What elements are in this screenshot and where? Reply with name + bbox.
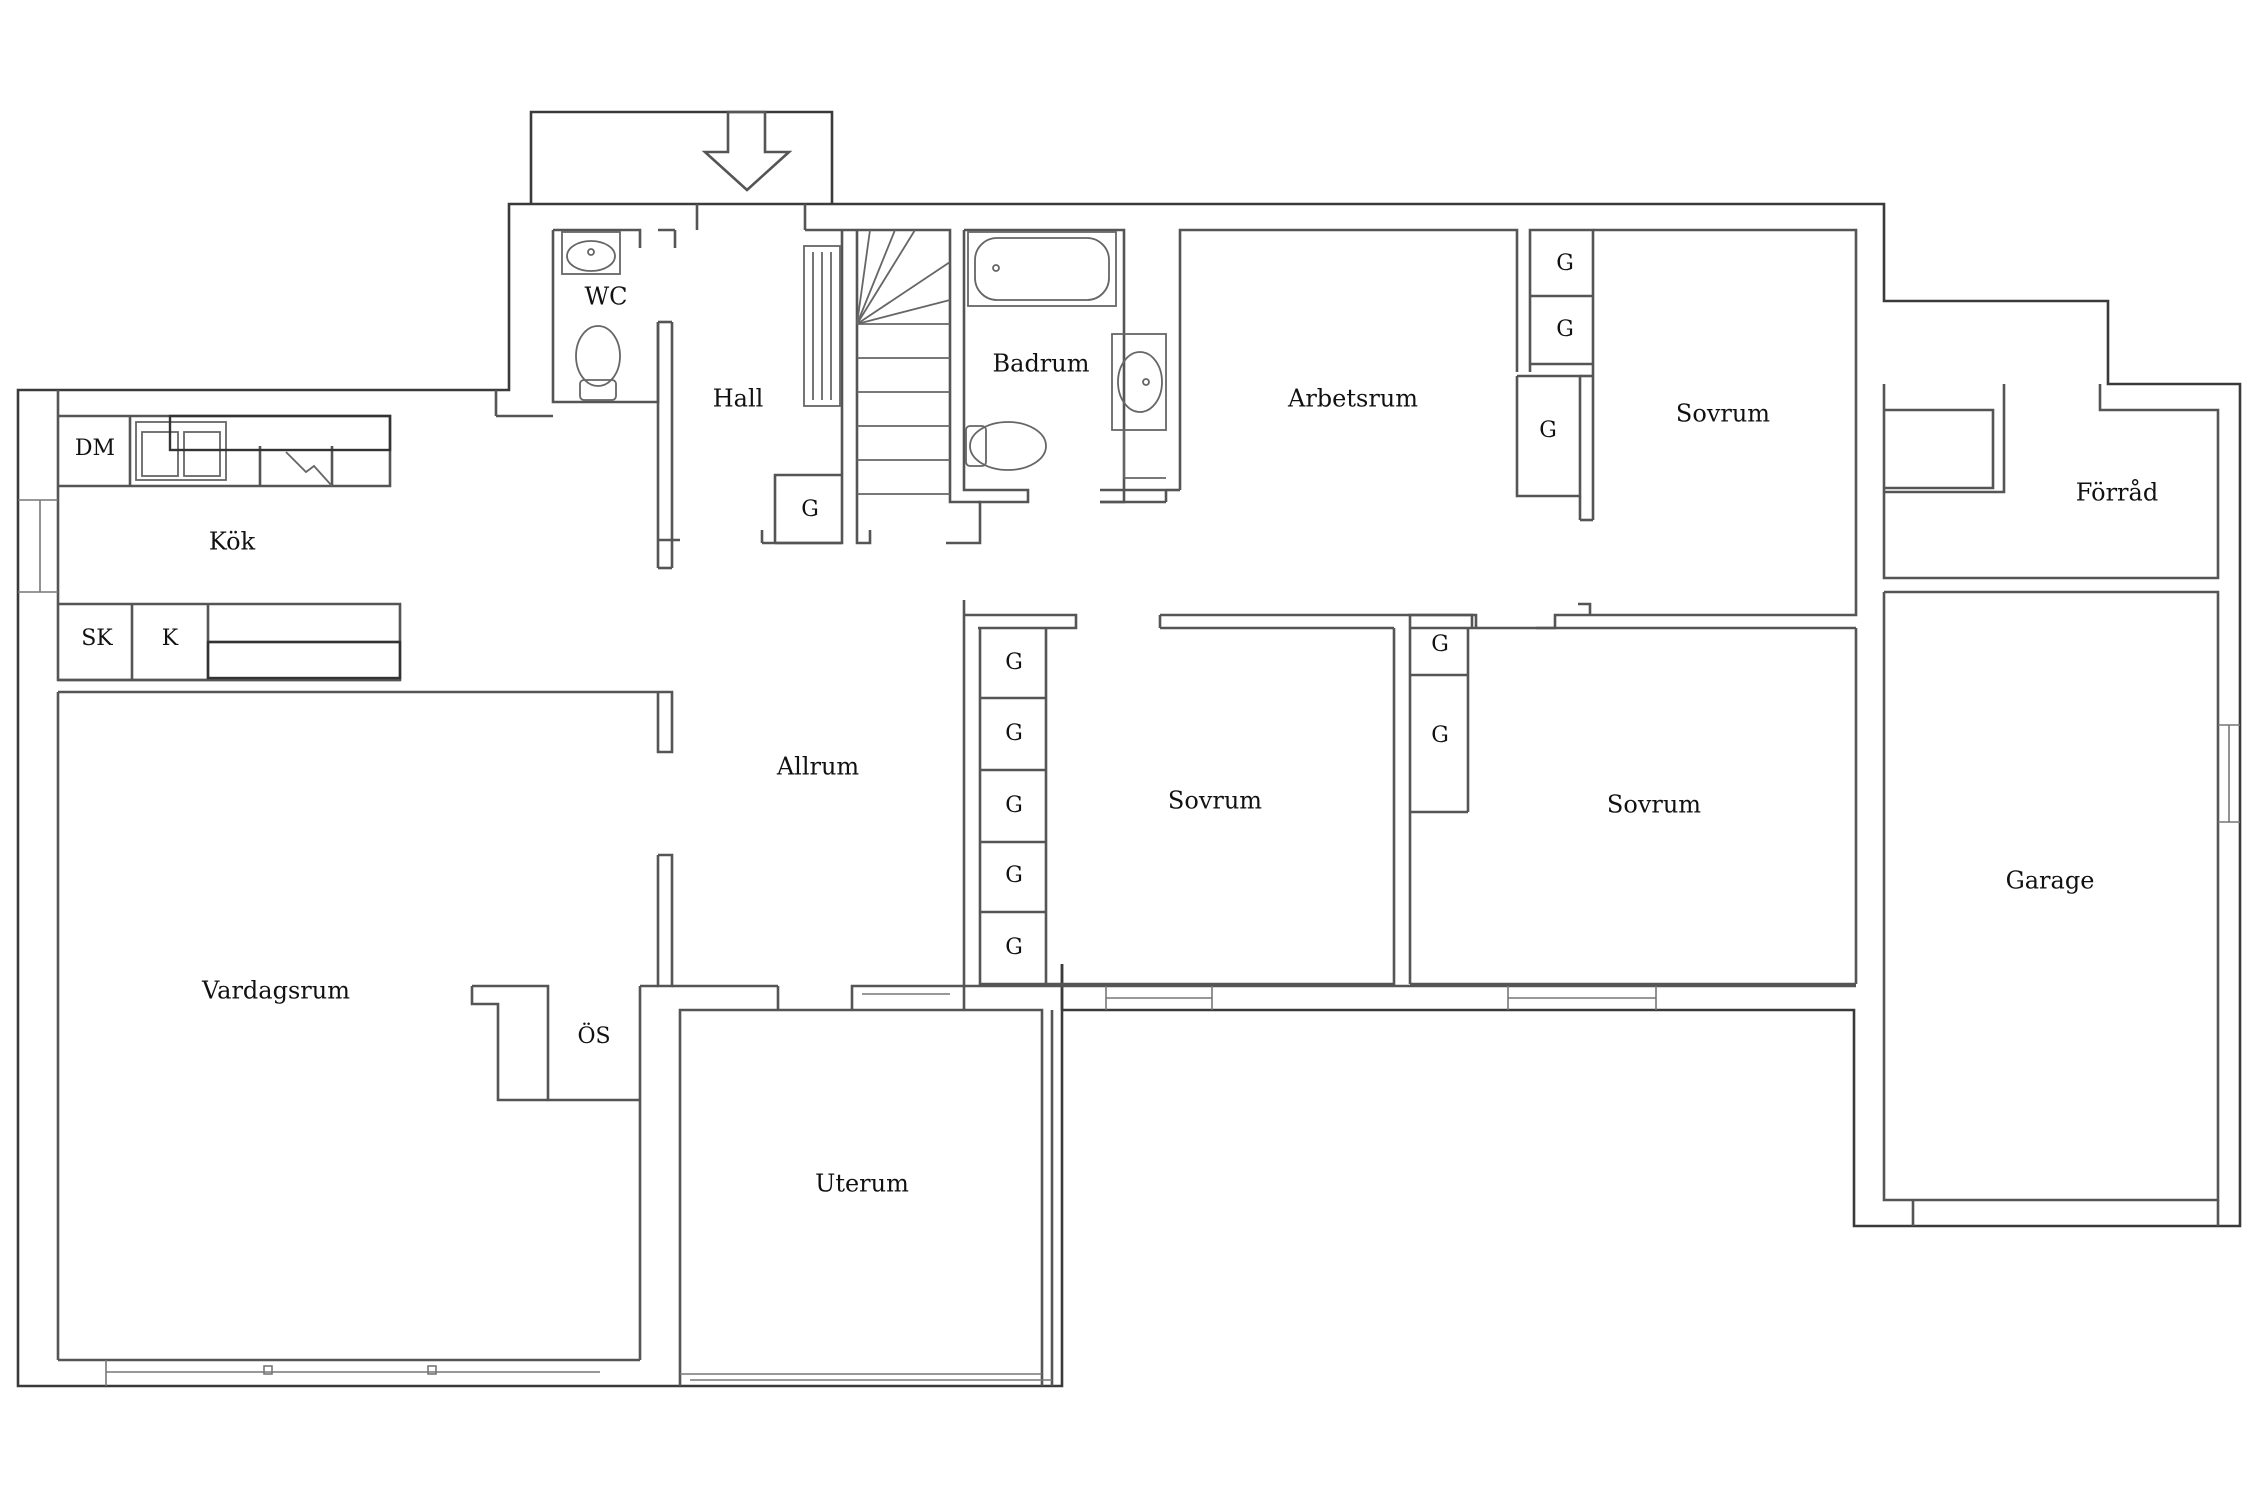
- fixture-label-dm: DM: [75, 436, 115, 461]
- room-label-allrum: Allrum: [776, 753, 860, 781]
- room-label-vardagsrum: Vardagsrum: [201, 977, 350, 1005]
- room-label-hall: Hall: [713, 385, 764, 413]
- closet-label-g: G: [1556, 317, 1574, 342]
- fixture-label-sk: SK: [81, 626, 113, 651]
- closet-label-g: G: [1005, 863, 1023, 888]
- closet-label-g: G: [1005, 650, 1023, 675]
- room-label-wc: WC: [584, 283, 627, 311]
- wc-sink-icon: [561, 231, 621, 275]
- closet-label-g: G: [1005, 793, 1023, 818]
- closet-label-g: G: [1431, 723, 1449, 748]
- badrum-toilet-icon: [965, 421, 1047, 471]
- room-label-arbetsrum: Arbetsrum: [1287, 385, 1418, 413]
- room-label-badrum: Badrum: [993, 350, 1090, 378]
- entrance-arrow-icon: [701, 110, 793, 192]
- room-label-forrad: Förråd: [2076, 478, 2158, 507]
- closet-label-g: G: [1556, 251, 1574, 276]
- room-labels: WC Hall Badrum Arbetsrum Sovrum Förråd K…: [201, 283, 2158, 1198]
- outer-walls: [16, 110, 2242, 1388]
- closet-label-g: G: [1005, 721, 1023, 746]
- closet-label-g: G: [1539, 418, 1557, 443]
- closet-label-g: G: [1005, 935, 1023, 960]
- badrum-sink-icon: [1111, 333, 1167, 479]
- fixture-labels: DM SK K ÖS G G G G G G G G G G G: [75, 251, 1574, 1049]
- room-label-sovrum-east: Sovrum: [1607, 791, 1701, 819]
- fixture-label-k: K: [162, 626, 179, 651]
- room-label-garage: Garage: [2006, 867, 2095, 895]
- fixture-label-os: ÖS: [577, 1022, 610, 1049]
- closet-label-g: G: [1431, 632, 1449, 657]
- closet-label-g: G: [801, 497, 819, 522]
- room-label-kok: Kök: [209, 528, 256, 556]
- room-label-sovrum-mid: Sovrum: [1168, 787, 1262, 815]
- room-label-sovrum-ne: Sovrum: [1676, 400, 1770, 428]
- wc-toilet-icon: [575, 325, 621, 401]
- room-label-uterum: Uterum: [815, 1170, 909, 1198]
- interior-walls: [18, 204, 2240, 1386]
- bathtub-icon: [967, 231, 1117, 307]
